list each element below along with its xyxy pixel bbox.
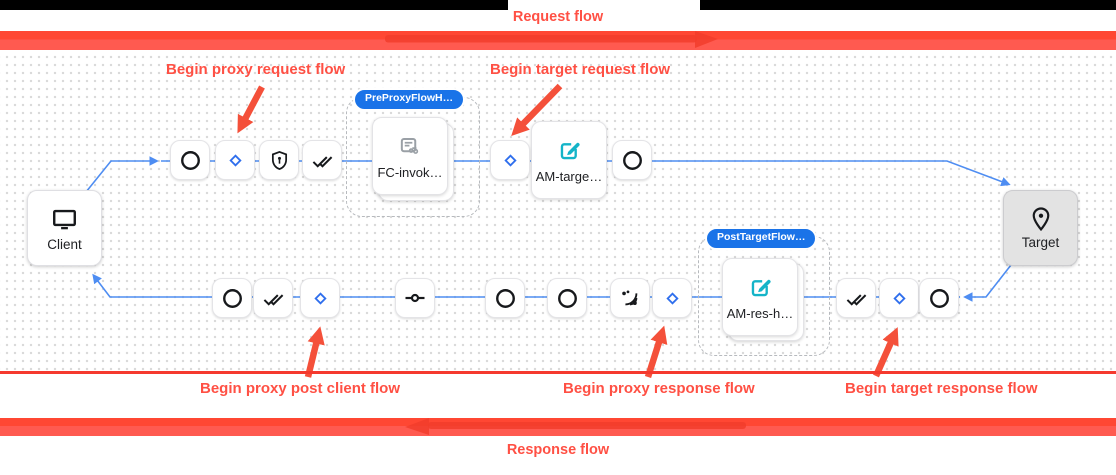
- circle-icon: [494, 287, 517, 310]
- client-node[interactable]: Client: [27, 190, 102, 266]
- circle-icon: [221, 287, 244, 310]
- client-label: Client: [47, 236, 82, 252]
- circle-icon: [928, 287, 951, 310]
- circle-icon: [179, 149, 202, 172]
- annotation-begin-proxy-request-flow: Begin proxy request flow: [166, 61, 346, 78]
- target-label: Target: [1021, 235, 1060, 250]
- annotation-begin-proxy-post-client-flow: Begin proxy post client flow: [200, 380, 401, 397]
- leak-icon: [619, 287, 641, 309]
- double-check-icon: [845, 287, 868, 310]
- response-step-7-leak[interactable]: [610, 278, 650, 318]
- response-flow-title: Response flow: [506, 442, 610, 458]
- response-step-11-circle[interactable]: [919, 278, 959, 318]
- policy-label: AM-res-h…: [726, 305, 794, 321]
- request-step-3-shield[interactable]: [259, 140, 299, 180]
- separator-line: [0, 371, 1116, 374]
- posttarget-flowhook-badge[interactable]: PostTargetFlow…: [705, 227, 818, 250]
- diamond-icon: [312, 290, 329, 307]
- letterbox-band-right: [700, 0, 1116, 10]
- request-step-2-diamond[interactable]: [215, 140, 255, 180]
- request-flow-title: Request flow: [512, 9, 604, 25]
- request-flow-banner: [0, 31, 1116, 50]
- flow-callout-icon: [396, 132, 424, 160]
- preproxy-flowhook-badge[interactable]: PreProxyFlowH…: [353, 88, 466, 111]
- policy-node-am-response[interactable]: AM-res-h…: [722, 258, 798, 336]
- response-flow-banner: [0, 418, 1116, 436]
- request-step-5-diamond[interactable]: [490, 140, 530, 180]
- target-node[interactable]: Target: [1003, 190, 1078, 266]
- circle-icon: [621, 149, 644, 172]
- diamond-icon: [502, 152, 519, 169]
- switch-icon: [403, 286, 427, 310]
- double-check-icon: [262, 287, 285, 310]
- shield-icon: [269, 150, 290, 171]
- response-step-2-double-check[interactable]: [253, 278, 293, 318]
- response-step-6-circle[interactable]: [547, 278, 587, 318]
- double-check-icon: [311, 149, 334, 172]
- request-step-4-double-check[interactable]: [302, 140, 342, 180]
- diamond-icon: [891, 290, 908, 307]
- circle-icon: [556, 287, 579, 310]
- diamond-icon: [664, 290, 681, 307]
- location-pin-icon: [1028, 206, 1054, 232]
- request-step-6-circle[interactable]: [612, 140, 652, 180]
- response-step-10-diamond[interactable]: [879, 278, 919, 318]
- request-step-1-circle[interactable]: [170, 140, 210, 180]
- response-step-8-diamond[interactable]: [652, 278, 692, 318]
- response-step-4-switch[interactable]: [395, 278, 435, 318]
- request-flow-arrow: [385, 31, 718, 48]
- policy-node-am-target[interactable]: AM-targe…: [531, 121, 607, 199]
- policy-node-fc-invoke[interactable]: FC-invok…: [372, 117, 448, 195]
- diamond-icon: [227, 152, 244, 169]
- policy-label: FC-invok…: [377, 165, 443, 180]
- annotation-begin-proxy-response-flow: Begin proxy response flow: [563, 380, 755, 397]
- letterbox-band-left: [0, 0, 508, 10]
- policy-label: AM-targe…: [535, 168, 603, 184]
- edit-icon: [747, 274, 774, 301]
- edit-icon: [556, 137, 583, 164]
- response-flow-arrow: [405, 418, 746, 435]
- response-step-1-circle[interactable]: [212, 278, 252, 318]
- response-step-3-diamond[interactable]: [300, 278, 340, 318]
- monitor-icon: [50, 205, 79, 234]
- response-step-9-double-check[interactable]: [836, 278, 876, 318]
- annotation-begin-target-request-flow: Begin target request flow: [490, 61, 671, 78]
- response-step-5-circle[interactable]: [485, 278, 525, 318]
- annotation-begin-target-response-flow: Begin target response flow: [845, 380, 1038, 397]
